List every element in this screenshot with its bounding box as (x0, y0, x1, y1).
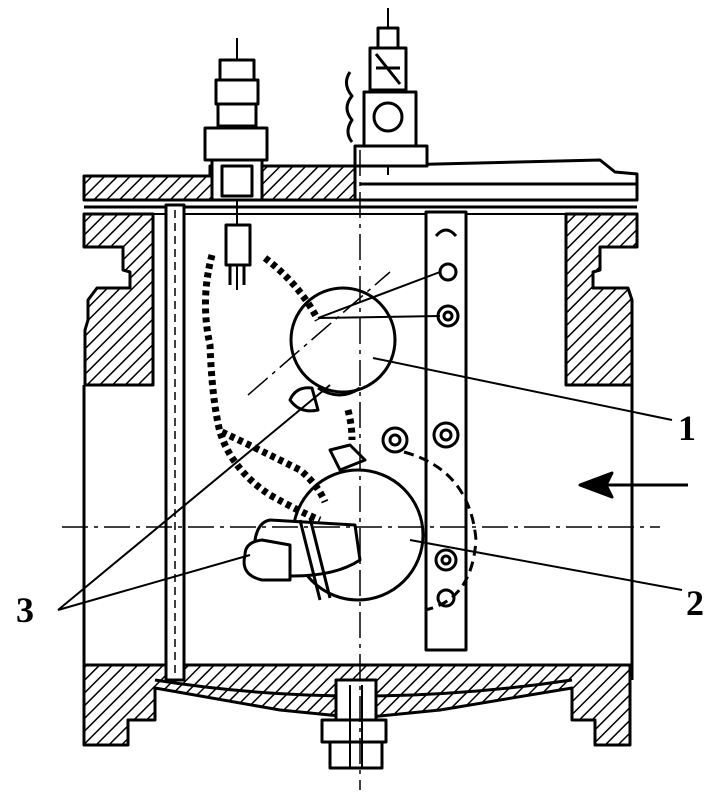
float-ball-1 (288, 286, 397, 413)
centerlines (62, 150, 660, 790)
flow-direction-arrow (578, 471, 688, 499)
label-3: 3 (16, 590, 34, 630)
coiled-cable-leads (202, 254, 356, 524)
top-left-stud (203, 38, 269, 290)
top-cover-plate (82, 158, 639, 215)
leader-lines (57, 271, 683, 611)
right-housing-wall (564, 212, 639, 680)
float-ball-2 (242, 426, 478, 612)
left-housing-wall (82, 212, 155, 680)
label-1: 1 (678, 408, 696, 448)
top-right-fitting (345, 8, 429, 175)
right-guide-rail (424, 210, 468, 652)
left-support-rod (164, 203, 186, 682)
bottom-drain-plug (320, 678, 388, 770)
label-2: 2 (686, 583, 704, 623)
